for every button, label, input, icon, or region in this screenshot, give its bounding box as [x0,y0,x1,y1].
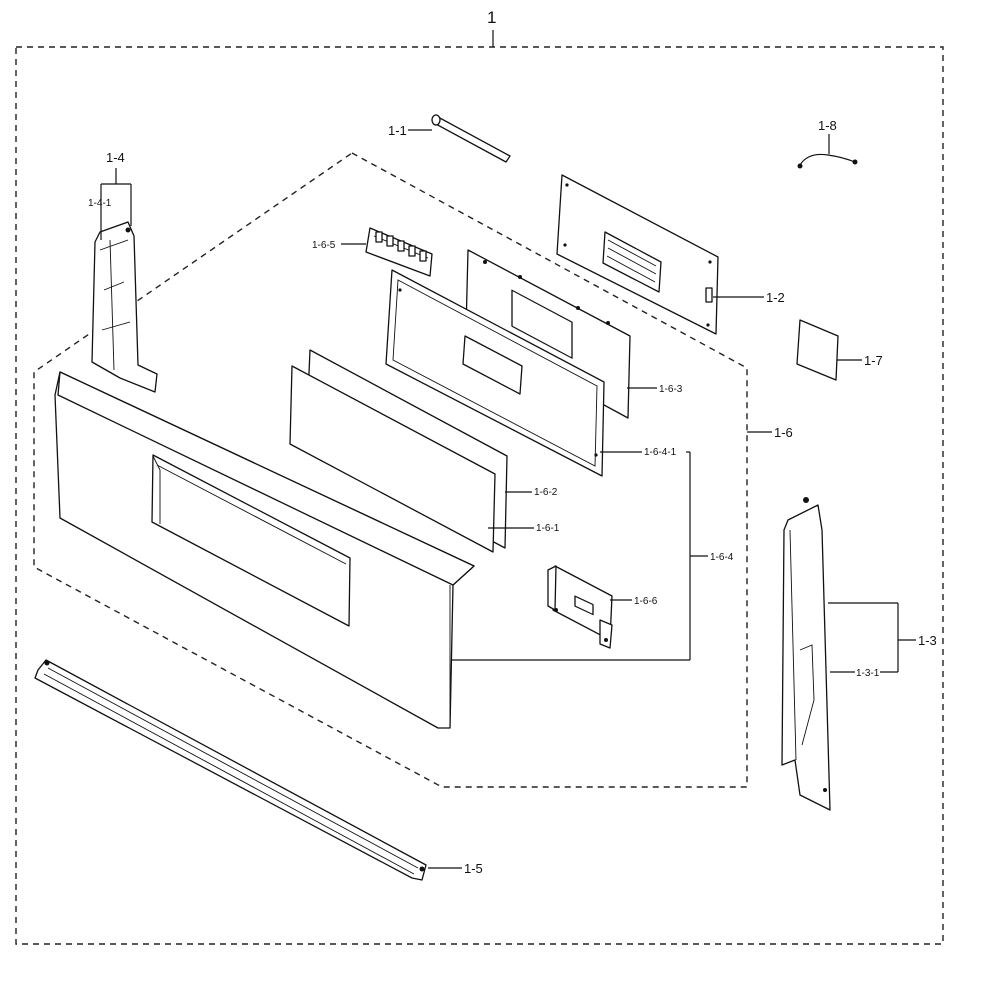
label-1-6-2: 1-6-2 [534,487,558,498]
label-1-5: 1-5 [464,861,483,876]
label-1-4: 1-4 [106,150,125,165]
part-1-4-side-bracket [91,221,158,393]
label-1-6-5: 1-6-5 [312,240,336,251]
label-1-2: 1-2 [766,290,785,305]
label-1-8: 1-8 [818,118,837,133]
label-1-6-6: 1-6-6 [634,596,658,607]
part-1-6-6-bracket [547,565,613,649]
part-1-8-wire [797,153,858,169]
label-1-3-1: 1-3-1 [856,668,880,679]
part-1-6-4-1-frame [385,269,605,477]
label-1-6-3: 1-6-3 [659,384,683,395]
label-1-7: 1-7 [864,353,883,368]
part-1-1-rod [431,114,511,163]
part-1-5-trim-strip [34,659,427,881]
part-1-6-1-glass [289,365,496,553]
label-1-6-1: 1-6-1 [536,523,560,534]
label-1-3: 1-3 [918,633,937,648]
part-1-6-4-control-panel [54,371,475,729]
label-1-6-4-1: 1-6-4-1 [644,447,677,458]
part-1-7-plate [796,319,839,381]
label-1: 1 [487,8,496,27]
label-1-6: 1-6 [774,425,793,440]
part-1-3-side-bracket [781,497,831,811]
label-1-6-4: 1-6-4 [710,552,734,563]
label-1-4-1: 1-4-1 [88,198,112,209]
assembly-boundary [15,46,944,945]
part-1-2-board [556,174,719,335]
label-1-1: 1-1 [388,123,407,138]
part-1-6-5-connector [365,227,433,277]
